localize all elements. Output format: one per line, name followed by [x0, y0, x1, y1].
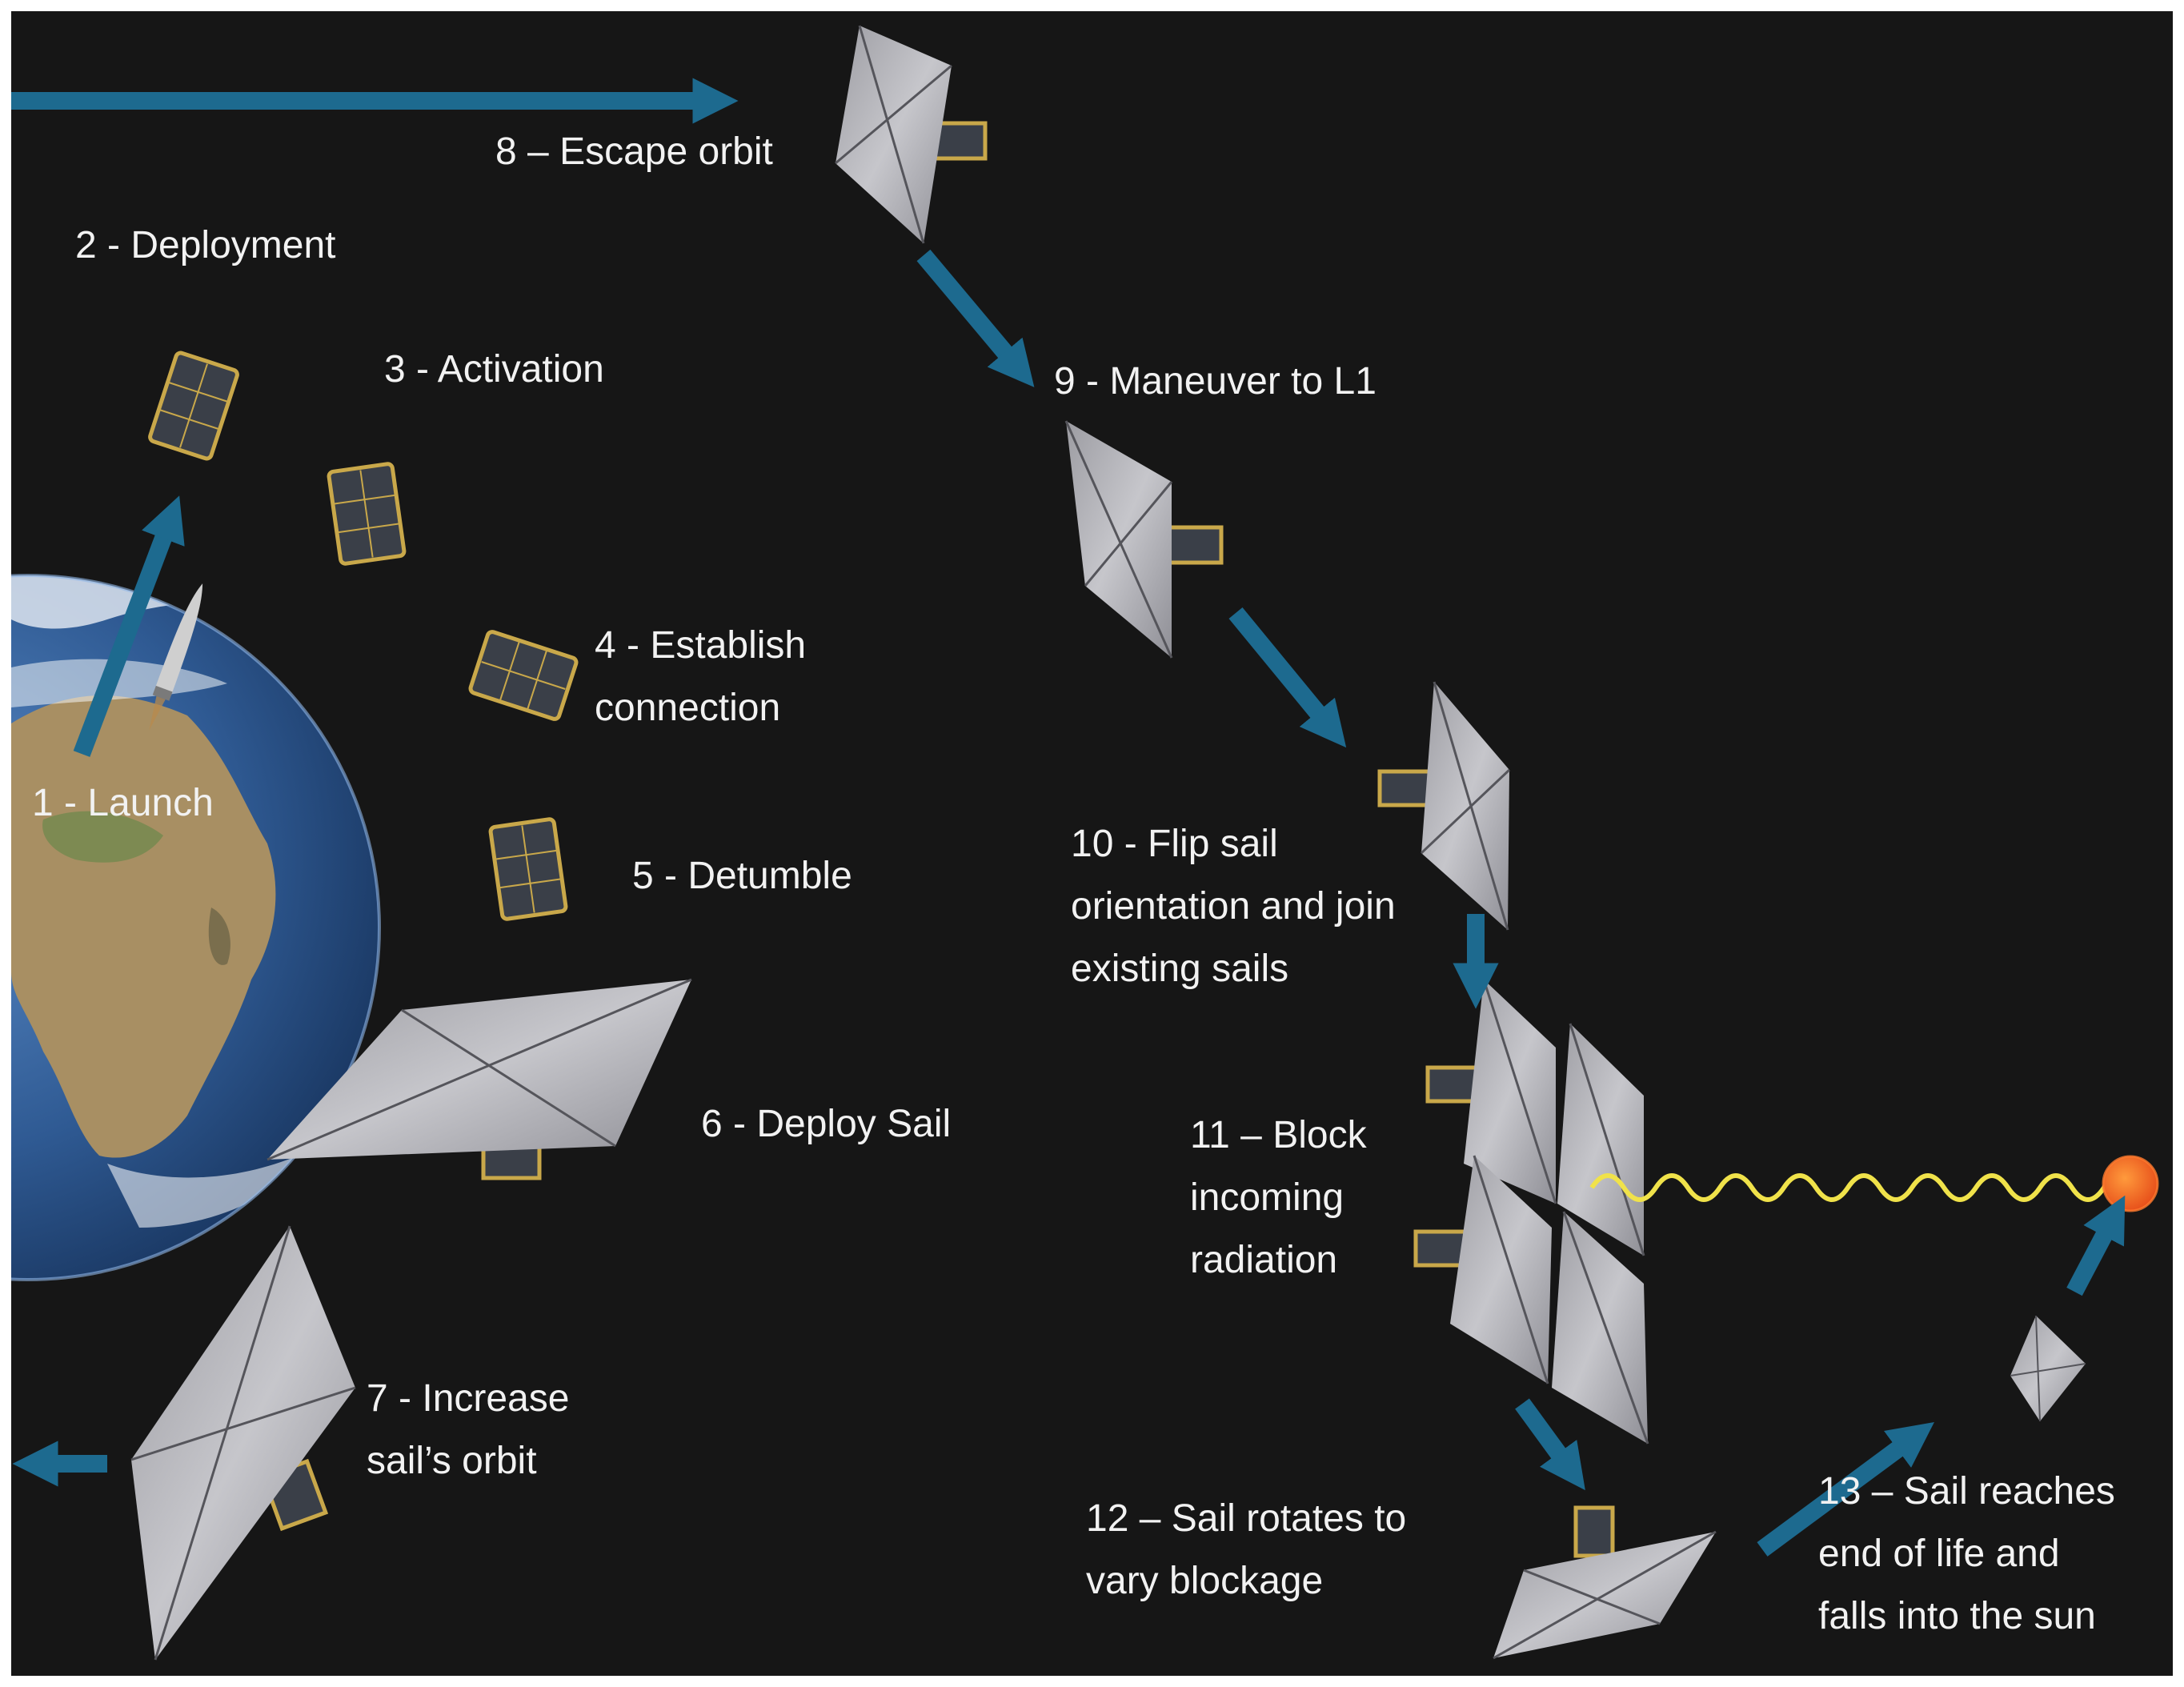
- cubesat: [148, 351, 239, 461]
- solar-sail: [1552, 1211, 1649, 1445]
- mission-illustration: [11, 25, 2159, 1661]
- step-label-increase-orbit: 7 - Increase sail’s orbit: [367, 1377, 570, 1482]
- flow-arrow: [1757, 1421, 1934, 1557]
- step-label-block-radiation: 11 – Block incoming radiation: [1190, 1114, 1367, 1281]
- cubesat: [488, 817, 568, 921]
- step-label-establish-connection: 4 - Establish connection: [595, 624, 807, 729]
- step-label-activation: 3 - Activation: [384, 348, 604, 391]
- step-label-end-of-life: 13 – Sail reaches end of life and falls …: [1818, 1470, 2115, 1637]
- step-label-flip-sail: 10 - Flip sail orientation and join exis…: [1071, 823, 1396, 990]
- step-label-escape-orbit: 8 – Escape orbit: [495, 130, 773, 173]
- solar-sail: [130, 1225, 356, 1661]
- solar-sail: [1413, 1155, 1552, 1384]
- step-label-maneuver-l1: 9 - Maneuver to L1: [1054, 360, 1377, 403]
- flow-arrow: [1515, 1398, 1585, 1491]
- flow-arrow: [916, 249, 1035, 387]
- step-label-sail-rotates: 12 – Sail rotates to vary blockage: [1086, 1497, 1407, 1602]
- solar-sail: [266, 978, 692, 1180]
- solar-sail: [835, 25, 988, 244]
- cubesat: [468, 630, 579, 721]
- flow-arrow: [1228, 607, 1347, 748]
- solar-sail: [1377, 681, 1511, 931]
- rocket: [149, 583, 203, 731]
- flow-arrow: [73, 495, 185, 757]
- step-label-deploy-sail: 6 - Deploy Sail: [701, 1103, 952, 1145]
- earth: [11, 574, 381, 1281]
- solar-sail: [1064, 420, 1224, 659]
- solar-sail: [1557, 1023, 1645, 1256]
- step-label-deployment: 2 - Deployment: [75, 224, 336, 266]
- sun: [2102, 1155, 2159, 1212]
- solar-sail: [2010, 1315, 2086, 1422]
- step-label-launch: 1 - Launch: [32, 782, 214, 824]
- solar-sail: [1493, 1505, 1717, 1660]
- diagram-canvas: 1 - Launch 2 - Deployment 3 - Activation…: [11, 11, 2173, 1676]
- step-label-detumble: 5 - Detumble: [632, 855, 852, 897]
- solar-sail: [1425, 979, 1557, 1204]
- radiation-wave: [1589, 1173, 2138, 1202]
- flow-arrow: [2066, 1195, 2126, 1296]
- cubesat: [327, 462, 407, 566]
